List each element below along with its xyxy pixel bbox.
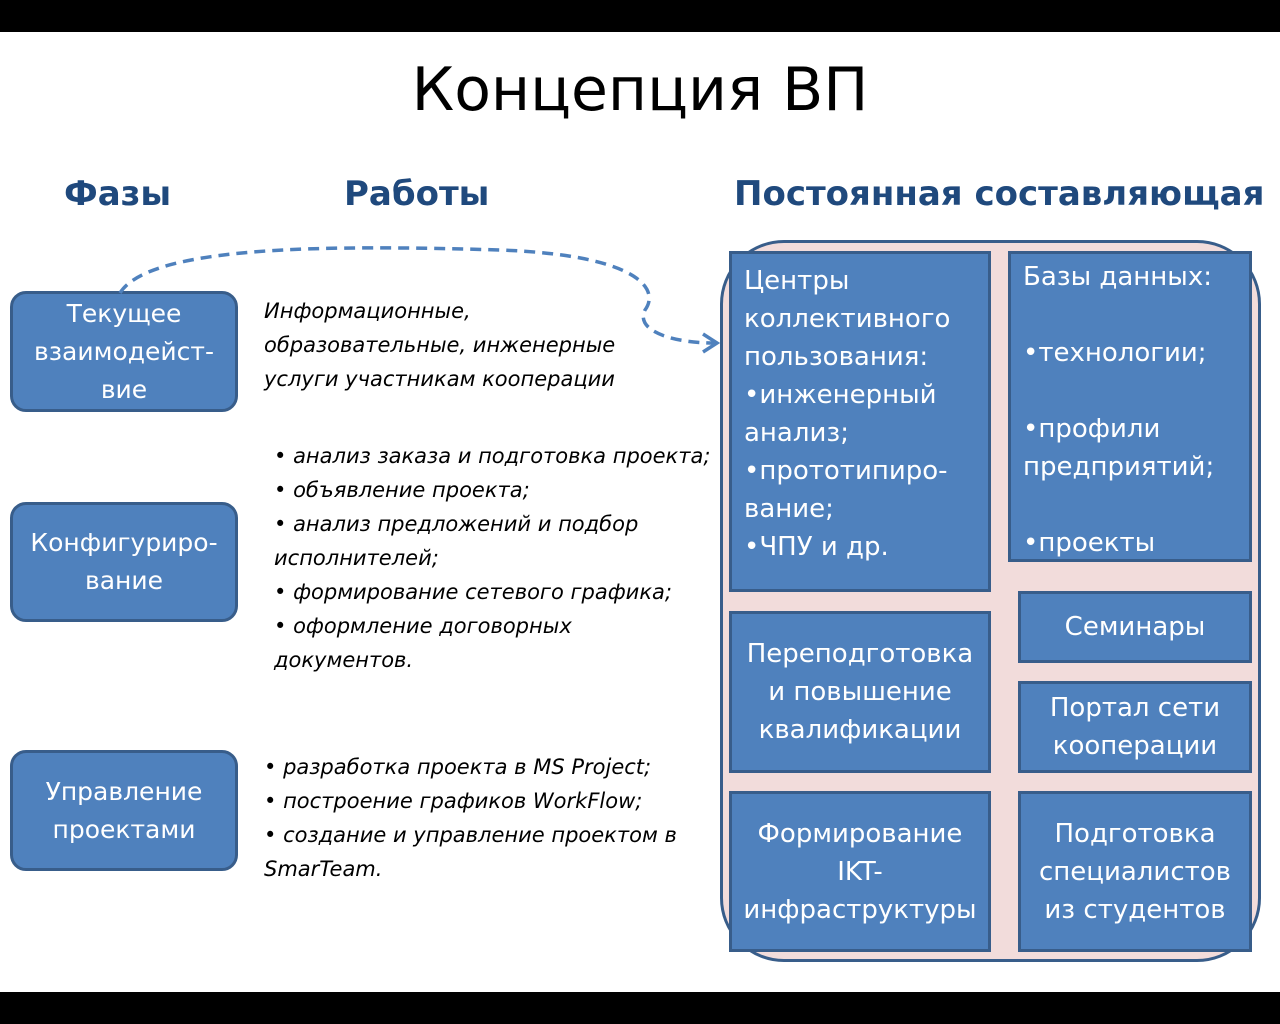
- bullet-icon: •: [264, 823, 284, 847]
- bottom-black-bar: [0, 992, 1280, 1024]
- work-text: анализ заказа и подготовка проекта;: [293, 444, 711, 468]
- constant-retraining-line: Переподготовка: [746, 639, 974, 669]
- box-text: Семинары: [1065, 608, 1206, 646]
- work-text: анализ предложений и подбор исполнителей…: [274, 512, 639, 570]
- constant-retraining-line: квалификации: [758, 715, 962, 745]
- box-text: Подготовка специалистов из студентов: [1039, 815, 1231, 929]
- work-text: построение графиков WorkFlow;: [283, 789, 643, 813]
- slide-title: Концепция ВП: [411, 55, 869, 125]
- work-description: Информационные, образовательные, инженер…: [264, 294, 674, 396]
- work-text: создание и управление проектом в SmarTea…: [264, 823, 677, 881]
- constant-ikt-line: IKT-: [837, 856, 883, 887]
- constant-databases-line: Базы данных:: [1023, 262, 1212, 292]
- bullet-icon: •: [264, 755, 284, 779]
- phase-current-interaction: Текущее взаимодейст-вие: [10, 291, 238, 412]
- constant-databases-line: предприятий;: [1023, 452, 1215, 482]
- constant-students-line: из студентов: [1044, 894, 1226, 925]
- constant-databases-line: [1023, 296, 1237, 334]
- work-text: оформление договорных документов.: [274, 614, 572, 672]
- bullet-icon: •: [274, 478, 294, 502]
- works-configuration: • анализ заказа и подготовка проекта;• о…: [274, 439, 714, 677]
- work-list-item: • объявление проекта;: [274, 473, 714, 507]
- work-text: объявление проекта;: [293, 478, 530, 502]
- constant-centers-line: коллективного: [744, 304, 951, 334]
- box-text: Центры коллективного пользования: •инженерн…: [744, 262, 976, 566]
- constant-centers-line: •инженерный: [744, 380, 937, 410]
- constant-students-line: Подготовка: [1054, 818, 1216, 849]
- bullet-icon: •: [274, 580, 294, 604]
- arrow-head-icon: [702, 332, 721, 354]
- box-retraining: Переподготовка и повышение квалификации: [729, 611, 991, 773]
- phase-label: Текущее взаимодейст-вие: [34, 295, 214, 409]
- constant-databases-line: •профили: [1023, 414, 1161, 444]
- box-text: Базы данных: •технологии; •профили предпр…: [1023, 258, 1237, 562]
- box-student-training: Подготовка специалистов из студентов: [1018, 791, 1252, 952]
- work-list-item: • построение графиков WorkFlow;: [264, 784, 716, 818]
- phase-label-line: взаимодейст-: [34, 336, 214, 366]
- constant-students-line: специалистов: [1038, 856, 1231, 887]
- box-seminars: Семинары: [1018, 591, 1252, 663]
- constant-retraining-line: и повышение: [768, 677, 952, 707]
- bullet-icon: •: [274, 512, 294, 536]
- constant-centers-line: пользования:: [744, 342, 929, 372]
- phase-label-line: проектами: [52, 814, 196, 844]
- phase-label-line: Текущее: [66, 298, 182, 328]
- phase-label-line: вие: [100, 374, 148, 404]
- phase-label-line: Конфигуриро-: [30, 528, 218, 557]
- constant-databases-line: [1023, 372, 1237, 410]
- constant-centers-line: •прототипиро-: [744, 456, 948, 486]
- phase-label: Конфигуриро-вание: [30, 524, 217, 600]
- constant-portal-line: Портал сети: [1049, 693, 1221, 723]
- phase-label-line: вание: [84, 566, 164, 595]
- bullet-icon: •: [274, 614, 294, 638]
- phase-configuration: Конфигуриро-вание: [10, 502, 238, 622]
- works-current-interaction: Информационные, образовательные, инженер…: [264, 294, 674, 396]
- box-databases: Базы данных: •технологии; •профили предпр…: [1008, 251, 1252, 562]
- box-text: Портал сети кооперации: [1050, 689, 1220, 765]
- constant-centers-line: Центры: [744, 266, 850, 296]
- work-list-item: • анализ предложений и подбор исполнител…: [274, 507, 714, 575]
- constant-seminars-line: Семинары: [1064, 612, 1206, 642]
- work-text: разработка проекта в MS Project;: [283, 755, 652, 779]
- work-text: Информационные, образовательные, инженер…: [264, 299, 616, 391]
- top-black-bar: [0, 0, 1280, 32]
- constant-portal-line: кооперации: [1052, 731, 1218, 761]
- constant-centers-line: анализ;: [744, 418, 849, 448]
- box-collective-use-centers: Центры коллективного пользования: •инженерн…: [729, 251, 991, 592]
- constant-ikt-line: инфраструктуры: [743, 894, 977, 925]
- constant-databases-line: •проекты: [1023, 528, 1156, 558]
- work-list-item: • формирование сетевого графика;: [274, 575, 714, 609]
- bullet-icon: •: [274, 444, 294, 468]
- work-list-item: • оформление договорных документов.: [274, 609, 714, 677]
- work-list-item: • разработка проекта в MS Project;: [264, 750, 716, 784]
- work-list-item: • анализ заказа и подготовка проекта;: [274, 439, 714, 473]
- constant-databases-line: [1023, 486, 1237, 524]
- constant-ikt-line: Формирование: [757, 818, 963, 849]
- constant-databases-line: •технологии;: [1023, 338, 1207, 368]
- bullet-icon: •: [264, 789, 284, 813]
- header-constant: Постоянная составляющая: [734, 174, 1265, 214]
- phase-project-management: Управление проектами: [10, 750, 238, 871]
- work-text: формирование сетевого графика;: [293, 580, 672, 604]
- constant-centers-line: вание;: [744, 494, 834, 524]
- box-portal: Портал сети кооперации: [1018, 681, 1252, 773]
- work-list-item: • создание и управление проектом в SmarT…: [264, 818, 716, 886]
- phase-label: Управление проектами: [46, 773, 203, 849]
- works-project-management: • разработка проекта в MS Project;• пост…: [264, 750, 716, 886]
- header-phases: Фазы: [64, 174, 172, 214]
- header-works: Работы: [344, 174, 490, 214]
- box-text: Переподготовка и повышение квалификации: [747, 635, 974, 749]
- constant-centers-line: •ЧПУ и др.: [744, 532, 889, 562]
- phase-label-line: Управление: [45, 776, 203, 806]
